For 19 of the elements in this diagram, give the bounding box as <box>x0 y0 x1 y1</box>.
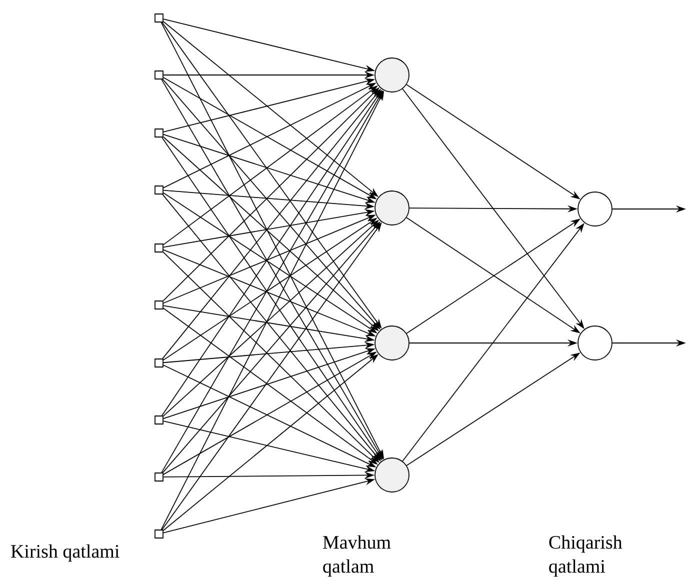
input-square <box>154 14 164 22</box>
input-square <box>154 300 164 310</box>
neuron-circle <box>374 190 410 226</box>
input-square <box>154 128 164 138</box>
neuron-circle <box>374 58 410 92</box>
input-square <box>154 70 164 80</box>
layer-label: Chiqarish qatlami <box>549 535 622 577</box>
input-square <box>154 472 164 482</box>
input-square <box>154 530 164 538</box>
neuron-circle <box>374 458 410 492</box>
input-square <box>154 244 164 252</box>
input-square <box>154 416 164 424</box>
neuron-circle <box>578 326 612 360</box>
neuron-circle <box>578 192 612 226</box>
layer-label: Kirish qatlami <box>11 544 120 562</box>
neuron-circle <box>374 326 410 360</box>
layer-label: Mavhum qatlam <box>323 535 391 577</box>
input-square <box>154 186 164 194</box>
input-square <box>154 358 164 368</box>
